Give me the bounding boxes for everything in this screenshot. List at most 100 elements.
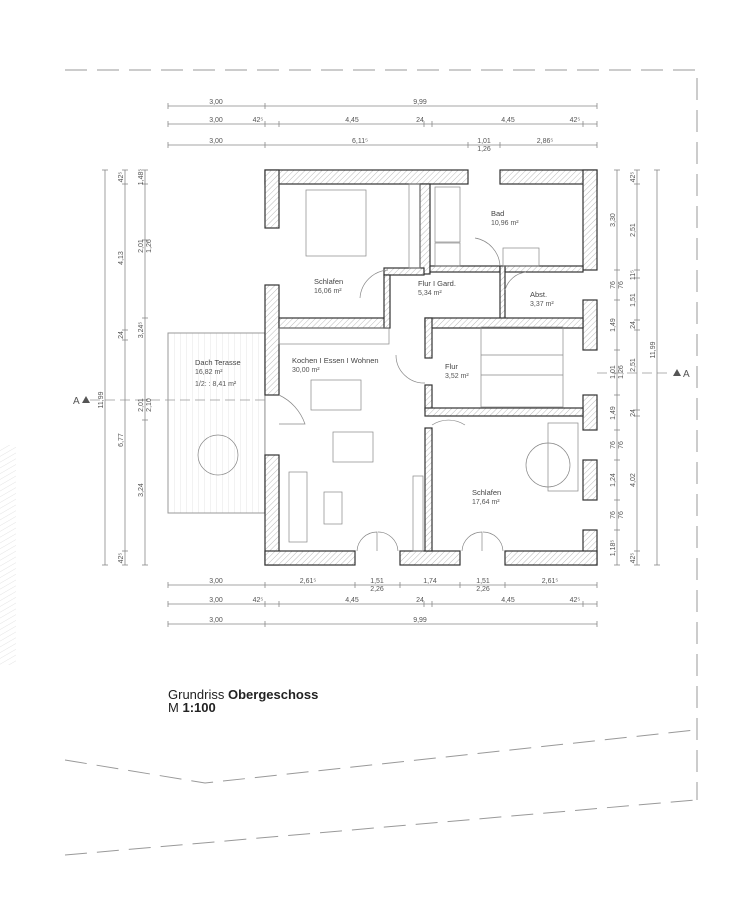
dimension-label: 2,86⁵ bbox=[537, 138, 554, 145]
dimension-label: 24 bbox=[416, 117, 424, 124]
dimension-label: 76 bbox=[618, 281, 625, 289]
dimension-label: 42⁵ bbox=[630, 553, 637, 564]
dimension-label: 42⁵ bbox=[253, 117, 264, 124]
svg-text:16,82 m²: 16,82 m² bbox=[195, 369, 223, 376]
dimension-label: 2,61⁵ bbox=[300, 578, 317, 585]
dimension-label: 3,24 bbox=[138, 483, 145, 497]
dimension-label: 24 bbox=[630, 321, 637, 329]
section-arrow-right-icon bbox=[673, 369, 681, 376]
room-labels: Schlafen 16,06 m² Flur I Gard. 5,34 m² Bad… bbox=[195, 209, 554, 506]
svg-text:Kochen I Essen I Wohnen: Kochen I Essen I Wohnen bbox=[292, 356, 379, 365]
dimension-label: 11,99 bbox=[650, 341, 657, 358]
svg-text:1/2: : 8,41 m²: 1/2: : 8,41 m² bbox=[195, 381, 237, 388]
dimension-label: 24 bbox=[118, 331, 125, 339]
dimension-label: 4,45 bbox=[345, 597, 359, 604]
svg-text:3,52 m²: 3,52 m² bbox=[445, 373, 469, 380]
dimension-label: 1,18⁵ bbox=[610, 540, 617, 557]
dimension-label: 11,99 bbox=[98, 391, 105, 408]
svg-text:Flur: Flur bbox=[445, 362, 458, 371]
dimension-label: 1,51 bbox=[370, 578, 384, 585]
dimension-label: 42⁵ bbox=[570, 597, 581, 604]
site-boundary bbox=[0, 69, 698, 856]
dimension-label: 2,26 bbox=[476, 586, 490, 593]
dimension-label: 4,45 bbox=[501, 597, 515, 604]
dimension-label: 24 bbox=[630, 409, 637, 417]
dimension-label: 76 bbox=[618, 441, 625, 449]
dimension-label: 6,77 bbox=[118, 433, 125, 447]
svg-text:Flur I Gard.: Flur I Gard. bbox=[418, 279, 456, 288]
section-arrow-left-icon bbox=[82, 396, 90, 403]
dimension-label: 4,02 bbox=[630, 473, 637, 487]
dimension-label: 1,74 bbox=[423, 578, 437, 585]
room-flur: Flur 3,52 m² bbox=[445, 362, 469, 380]
dimension-label: 2,01 bbox=[138, 239, 145, 253]
svg-text:Schlafen: Schlafen bbox=[472, 488, 501, 497]
walls bbox=[264, 169, 598, 566]
dimension-label: 11⁵ bbox=[630, 270, 637, 280]
dimension-label: 2,51 bbox=[630, 358, 637, 372]
dimension-label: 3,00 bbox=[209, 578, 223, 585]
dimension-label: 3,00 bbox=[209, 617, 223, 624]
dimension-label: 3,30 bbox=[610, 213, 617, 227]
dimension-label: 76 bbox=[610, 281, 617, 289]
dimension-label: 76 bbox=[610, 511, 617, 519]
dimension-label: 1,01 bbox=[477, 138, 491, 145]
svg-text:10,96 m²: 10,96 m² bbox=[491, 220, 519, 227]
svg-text:5,34 m²: 5,34 m² bbox=[418, 290, 442, 297]
dimension-label: 42⁵ bbox=[118, 553, 125, 564]
dimension-label: 1,49 bbox=[610, 406, 617, 420]
dimension-label: 1,26 bbox=[618, 365, 625, 379]
dimension-label: 6,11⁵ bbox=[352, 138, 368, 145]
dimension-label: 1,01 bbox=[610, 365, 617, 379]
svg-text:16,06 m²: 16,06 m² bbox=[314, 288, 342, 295]
dimension-label: 3,00 bbox=[209, 99, 223, 106]
dimension-label: 1,26 bbox=[477, 146, 491, 153]
svg-text:17,64 m²: 17,64 m² bbox=[472, 499, 500, 506]
svg-text:Schlafen: Schlafen bbox=[314, 277, 343, 286]
dimension-label: 1,51 bbox=[630, 293, 637, 307]
dimension-label: 1,49 bbox=[610, 318, 617, 332]
dimension-label: 3,00 bbox=[209, 138, 223, 145]
svg-text:Bad: Bad bbox=[491, 209, 504, 218]
dimension-label: 3,00 bbox=[209, 597, 223, 604]
dimension-label: 3,24⁵ bbox=[138, 322, 145, 339]
dimension-label: 1,26 bbox=[146, 239, 153, 253]
drawing-title: Grundriss Obergeschoss M 1:100 bbox=[168, 687, 319, 715]
dimension-label: 9,99 bbox=[413, 99, 427, 106]
room-schlafen-2: Schlafen 17,64 m² bbox=[472, 488, 501, 506]
dimension-label: 2,51 bbox=[630, 223, 637, 237]
dimension-label: 9,99 bbox=[413, 617, 427, 624]
svg-text:Abst.: Abst. bbox=[530, 290, 547, 299]
roof-terrace bbox=[167, 332, 266, 514]
dimension-label: 2,61⁵ bbox=[542, 578, 559, 585]
dimension-label: 3,00 bbox=[209, 117, 223, 124]
dimension-label: 4,13 bbox=[118, 251, 125, 265]
dimension-label: 76 bbox=[618, 511, 625, 519]
dimension-label: 42⁵ bbox=[570, 117, 581, 124]
dimension-chains: 3,00 9,99 3,00 42⁵ 4,45 24 4,45 42⁵ 3,00 6,11⁵ 1,0… bbox=[98, 99, 660, 627]
furniture bbox=[278, 183, 579, 552]
dimension-label: 2,01 bbox=[138, 398, 145, 412]
room-bad: Bad 10,96 m² bbox=[491, 209, 519, 227]
svg-text:30,00 m²: 30,00 m² bbox=[292, 367, 320, 374]
dimension-label: 1,24 bbox=[610, 473, 617, 487]
dimension-label: 4,45 bbox=[501, 117, 515, 124]
dimension-label: 42⁵ bbox=[253, 597, 264, 604]
dimension-label: 2,26 bbox=[370, 586, 384, 593]
dimension-label: 76 bbox=[610, 441, 617, 449]
room-dach-terasse: Dach Terasse 16,82 m² 1/2: : 8,41 m² bbox=[195, 358, 241, 388]
dimension-label: 42⁵ bbox=[630, 172, 637, 183]
dimension-label: 1,48⁵ bbox=[138, 169, 145, 186]
dimension-label: 2,10 bbox=[146, 398, 153, 412]
dimension-label: 24 bbox=[416, 597, 424, 604]
room-schlafen-1: Schlafen 16,06 m² bbox=[314, 277, 343, 295]
section-label-right: A bbox=[683, 369, 690, 380]
room-kochen-essen-wohnen: Kochen I Essen I Wohnen 30,00 m² bbox=[292, 356, 379, 374]
section-label-left: A bbox=[73, 396, 80, 407]
dimension-label: 4,45 bbox=[345, 117, 359, 124]
svg-text:3,37 m²: 3,37 m² bbox=[530, 301, 554, 308]
room-abst: Abst. 3,37 m² bbox=[530, 290, 554, 308]
staircase bbox=[480, 326, 564, 408]
svg-text:Dach Terasse: Dach Terasse bbox=[195, 358, 241, 367]
